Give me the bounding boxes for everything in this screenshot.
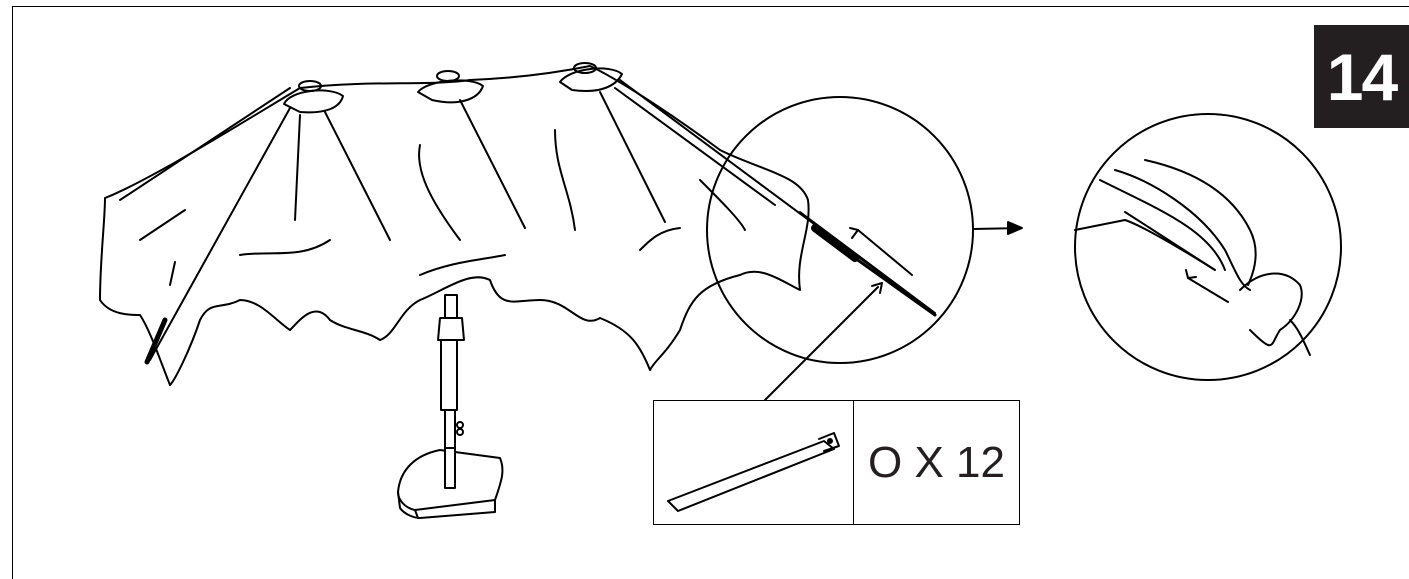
parts-list-box: O X 12 bbox=[653, 400, 1020, 525]
pointer-arrow-head bbox=[871, 282, 883, 294]
canopy-hub-middle bbox=[417, 70, 484, 104]
parts-icon-cell bbox=[654, 401, 854, 524]
canopy-hub-right bbox=[559, 62, 623, 92]
umbrella-pole bbox=[437, 294, 465, 481]
canopy-outline bbox=[99, 65, 810, 386]
detail-circle-rib-insert bbox=[706, 96, 974, 364]
pointer-line-parts bbox=[764, 286, 879, 401]
detail-rib-insert-drawing bbox=[799, 211, 937, 317]
canopy-ribs bbox=[119, 79, 931, 361]
canopy-hub-left bbox=[283, 80, 344, 114]
rib-extension-tube-icon bbox=[667, 432, 840, 512]
rib-tip-left bbox=[144, 317, 168, 365]
detail-hand-drawing bbox=[1074, 159, 1311, 356]
umbrella-base bbox=[397, 447, 504, 519]
detail-circle-hand bbox=[1074, 113, 1342, 381]
parts-quantity-label: O X 12 bbox=[868, 437, 1005, 487]
step-number-badge: 14 bbox=[1314, 25, 1409, 128]
page-frame bbox=[12, 6, 1409, 579]
